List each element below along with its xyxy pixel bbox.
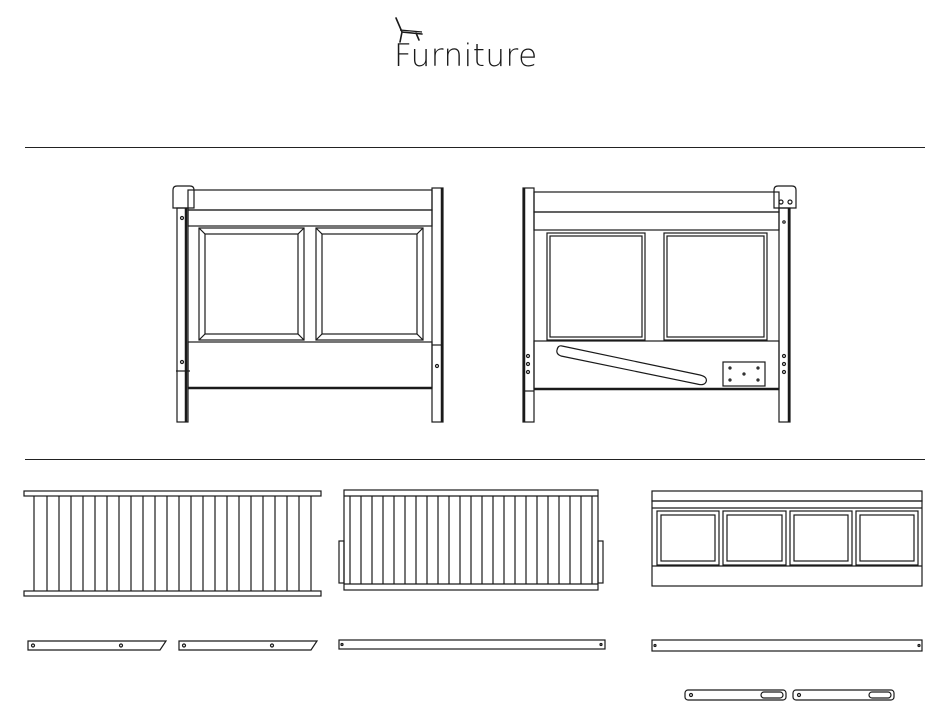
long-rail <box>339 640 922 651</box>
slatted-footboard-panel <box>24 491 321 596</box>
headboard-back-view <box>523 186 796 422</box>
headboard-front-view <box>173 186 443 422</box>
rail-brackets <box>685 690 894 700</box>
slatted-footboard-assembly <box>339 490 603 590</box>
four-panel-footboard <box>652 491 922 586</box>
side-rails <box>28 641 317 650</box>
